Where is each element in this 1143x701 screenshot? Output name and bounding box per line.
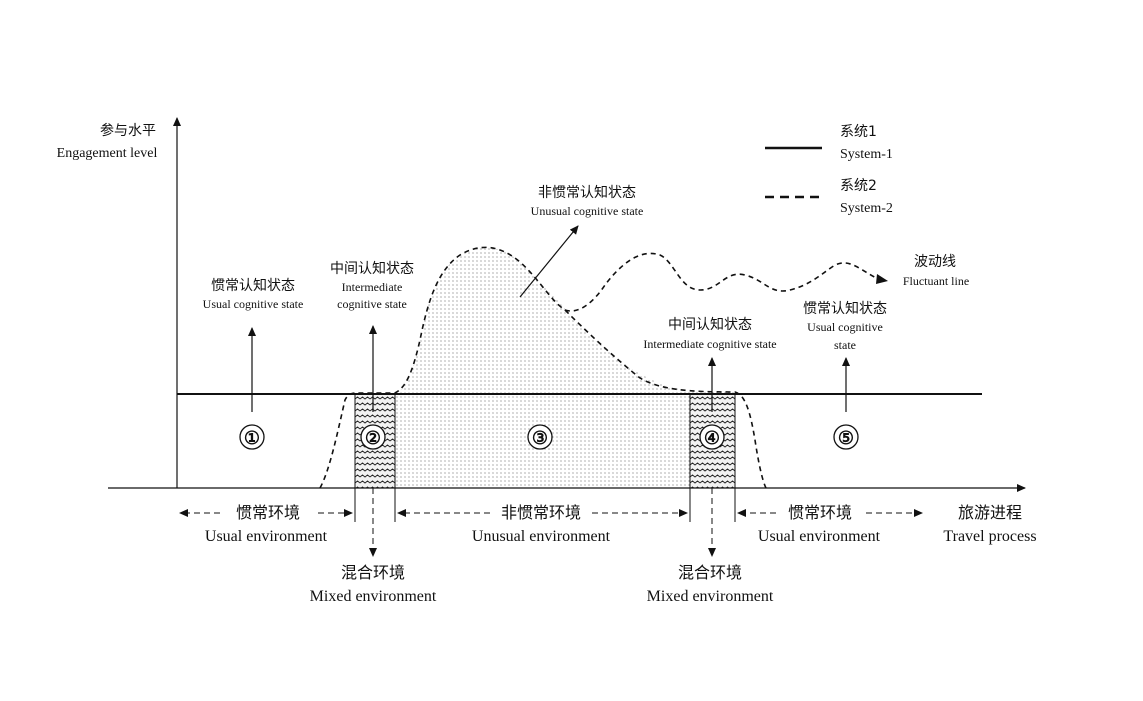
zone-2-label: ②: [365, 428, 381, 448]
fluctuant-arrow-head: [876, 274, 888, 284]
state-4-zh: 中间认知状态: [668, 316, 752, 333]
mixed-left-zh: 混合环境: [341, 563, 405, 582]
state-3-en: Unusual cognitive state: [531, 204, 644, 218]
usual-right-en: Usual environment: [758, 528, 881, 545]
state-5-en-line1: Usual cognitive: [807, 320, 883, 334]
fluctuant-en: Fluctuant line: [903, 274, 969, 288]
x-axis-label-zh: 旅游进程: [958, 503, 1022, 522]
state-5-en-line2: state: [834, 338, 856, 352]
state-4-en: Intermediate cognitive state: [643, 337, 776, 351]
state-1-en: Usual cognitive state: [203, 297, 304, 311]
unusual-en: Unusual environment: [472, 528, 611, 545]
legend-system-1-zh: 系统1: [840, 124, 877, 140]
state-2-en-line1: Intermediate: [342, 280, 403, 294]
state-3-zh: 非惯常认知状态: [538, 184, 636, 201]
zone-5-label: ⑤: [838, 428, 854, 448]
legend-system-2-en: System-2: [840, 201, 893, 216]
mixed-right-zh: 混合环境: [678, 563, 742, 582]
fluctuant-zh: 波动线: [914, 254, 956, 270]
system-2-decline: [564, 309, 767, 489]
mixed-right-en: Mixed environment: [647, 588, 774, 605]
zone-3-label: ③: [532, 428, 548, 448]
state-2-en-line2: cognitive state: [337, 297, 407, 311]
system-2-curve: [319, 246, 881, 489]
zone-4-badge: [699, 424, 725, 450]
zone-1-badge: [239, 424, 265, 450]
mixed-left-en: Mixed environment: [310, 588, 437, 605]
unusual-zh: 非惯常环境: [501, 503, 581, 522]
usual-left-zh: 惯常环境: [236, 503, 300, 522]
zone-3-badge: [527, 424, 553, 450]
usual-right-zh: 惯常环境: [788, 503, 852, 522]
zone-1-label: ①: [244, 428, 260, 448]
unusual-state-area: [395, 247, 735, 395]
x-axis-label-en: Travel process: [943, 528, 1036, 545]
state-3-arrow: [519, 225, 579, 298]
zone-2-badge: [360, 424, 386, 450]
state-5-zh: 惯常认知状态: [803, 300, 887, 317]
y-axis-label-en: Engagement level: [57, 146, 158, 161]
y-axis-label-zh: 参与水平: [100, 122, 156, 139]
state-1-zh: 惯常认知状态: [211, 277, 295, 294]
zone-5-badge: [833, 424, 859, 450]
legend-system-1-en: System-1: [840, 147, 893, 162]
legend-system-2-zh: 系统2: [840, 178, 877, 194]
zone-4-label: ④: [704, 428, 720, 448]
state-2-zh: 中间认知状态: [330, 260, 414, 277]
usual-left-en: Usual environment: [205, 528, 328, 545]
